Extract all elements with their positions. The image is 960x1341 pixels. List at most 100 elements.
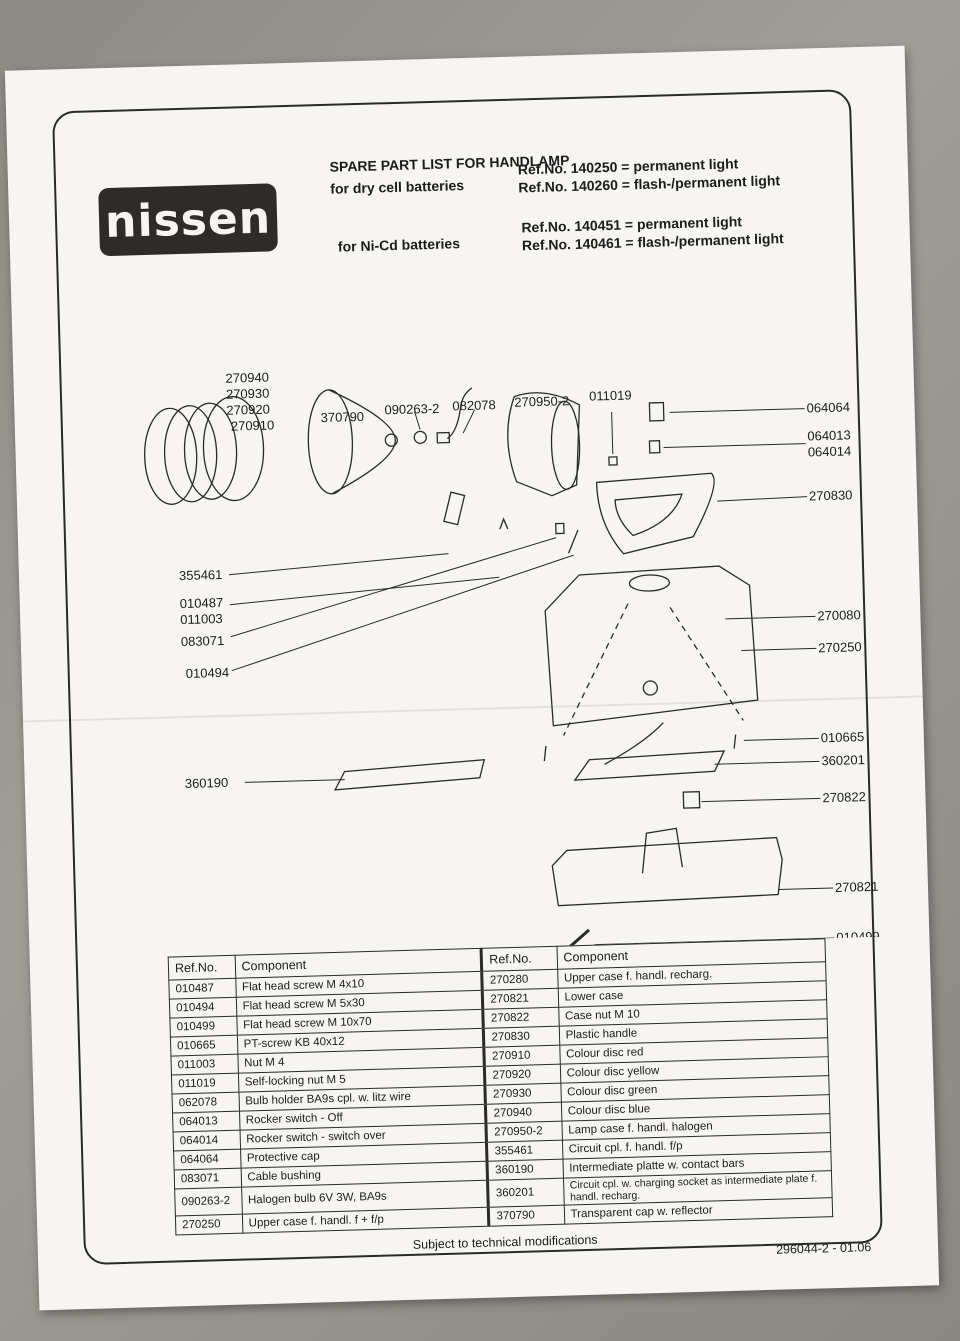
nut-shape xyxy=(608,456,618,466)
lamp-case-shape xyxy=(507,392,581,497)
reflector-cap-shape xyxy=(307,389,354,495)
cell: 064064 xyxy=(173,1149,241,1171)
label-010665: 010665 xyxy=(821,729,865,745)
cell: 270920 xyxy=(484,1064,561,1086)
intermediate-plate-shape xyxy=(333,758,486,791)
cell: 010487 xyxy=(168,978,236,1000)
reflector-center-shape xyxy=(384,433,398,447)
circuit-wire-shape xyxy=(604,722,664,765)
cell: 270950-2 xyxy=(486,1121,563,1143)
leader-line xyxy=(778,887,834,891)
label-370790: 370790 xyxy=(320,409,364,425)
leader-line xyxy=(611,411,614,454)
colour-disc-shape xyxy=(202,395,265,502)
cell: 011019 xyxy=(171,1073,239,1095)
label-270830: 270830 xyxy=(809,487,853,503)
cell: 010499 xyxy=(169,1016,237,1038)
cell: 010494 xyxy=(169,997,237,1019)
upper-case-socket-shape xyxy=(642,680,658,696)
leader-line xyxy=(231,554,574,672)
label-270822: 270822 xyxy=(822,789,866,805)
cell: 011003 xyxy=(170,1054,238,1076)
cell: 064014 xyxy=(173,1130,241,1152)
assembly-guide-shape xyxy=(563,603,744,736)
cable-bushing-shape xyxy=(555,522,565,535)
cell: 270830 xyxy=(483,1026,560,1048)
label-011003: 011003 xyxy=(180,611,223,627)
label-064013: 064013 xyxy=(807,427,851,443)
label-011019: 011019 xyxy=(589,387,632,403)
cell: 064013 xyxy=(172,1111,240,1133)
leader-line xyxy=(594,937,835,946)
cell: 270940 xyxy=(485,1102,562,1124)
bulb-shape xyxy=(413,430,427,445)
cell: 010665 xyxy=(170,1035,238,1057)
label-082078: 082078 xyxy=(452,397,496,413)
label-090263-2: 090263-2 xyxy=(384,401,439,418)
leader-line xyxy=(741,647,817,651)
cell: 355461 xyxy=(486,1140,563,1162)
upper-case-shape xyxy=(544,565,759,727)
leader-line xyxy=(669,408,805,413)
cell: 270822 xyxy=(483,1007,559,1029)
cell: 370790 xyxy=(488,1205,565,1227)
cell: 083071 xyxy=(174,1168,242,1190)
label-270250: 270250 xyxy=(818,639,862,655)
header-dry-label: for dry cell batteries xyxy=(330,177,465,197)
screw-shape xyxy=(567,529,579,554)
upper-case-top-shape xyxy=(628,574,671,592)
screw-shape xyxy=(733,734,737,749)
cell: 270250 xyxy=(175,1214,243,1235)
label-010487: 010487 xyxy=(180,595,224,611)
rocker-switch-shape xyxy=(648,440,661,454)
spare-part-sheet: nissen SPARE PART LIST FOR HANDLAMP for … xyxy=(4,45,940,1311)
cell: 062078 xyxy=(171,1092,240,1114)
document-number: 296044-2 - 01.06 xyxy=(775,1240,872,1257)
bulb-holder-shape xyxy=(436,431,451,444)
bulb-holder-wire-shape xyxy=(446,387,473,440)
cell: 270821 xyxy=(482,988,559,1010)
leader-line xyxy=(717,496,808,502)
label-270910: 270910 xyxy=(231,417,275,433)
cell: 360190 xyxy=(487,1159,564,1181)
cell: 090263-2 xyxy=(174,1187,242,1216)
label-270940: 270940 xyxy=(225,370,269,386)
protective-cap-shape xyxy=(648,401,665,422)
leader-line xyxy=(663,443,806,449)
label-355461: 355461 xyxy=(179,567,223,583)
leader-line xyxy=(725,615,816,620)
screw-shape xyxy=(499,517,509,530)
label-270930: 270930 xyxy=(226,386,270,402)
colour-disc-shape xyxy=(163,405,218,503)
circuit-shape xyxy=(443,491,466,526)
reflector-cone-shape xyxy=(328,389,396,495)
handle-grip-shape xyxy=(614,493,683,537)
label-064064: 064064 xyxy=(806,399,850,415)
label-083071: 083071 xyxy=(181,633,225,649)
cell: 270910 xyxy=(484,1045,560,1067)
label-270821: 270821 xyxy=(835,879,879,895)
handle-shape xyxy=(595,472,715,555)
lower-case-shape xyxy=(551,836,783,907)
column-header-refno: Ref.No. xyxy=(481,946,558,972)
leader-line xyxy=(743,737,819,741)
leader-line xyxy=(701,797,821,803)
colour-disc-shape xyxy=(144,407,198,505)
label-270920: 270920 xyxy=(226,402,270,418)
leader-line xyxy=(462,409,475,434)
leader-line xyxy=(229,576,500,606)
leader-line xyxy=(230,537,557,638)
label-270950-2: 270950-2 xyxy=(514,393,569,410)
circuit-plate-shape xyxy=(573,750,726,781)
cell: 270930 xyxy=(485,1083,561,1105)
colour-disc-shape xyxy=(183,402,238,500)
nissen-logo: nissen xyxy=(98,183,279,257)
parts-table: Ref.No. Component Ref.No. Component 0104… xyxy=(168,938,834,1235)
lower-case-post-shape xyxy=(641,827,684,874)
exploded-diagram: 270940 270930 270920 270910 370790 09026… xyxy=(144,370,879,957)
leader-line xyxy=(414,411,421,430)
lamp-case-rim-shape xyxy=(550,400,581,490)
leader-line xyxy=(714,760,820,765)
header-nicd-label: for Ni-Cd batteries xyxy=(337,235,461,255)
screw-shape xyxy=(543,745,547,762)
